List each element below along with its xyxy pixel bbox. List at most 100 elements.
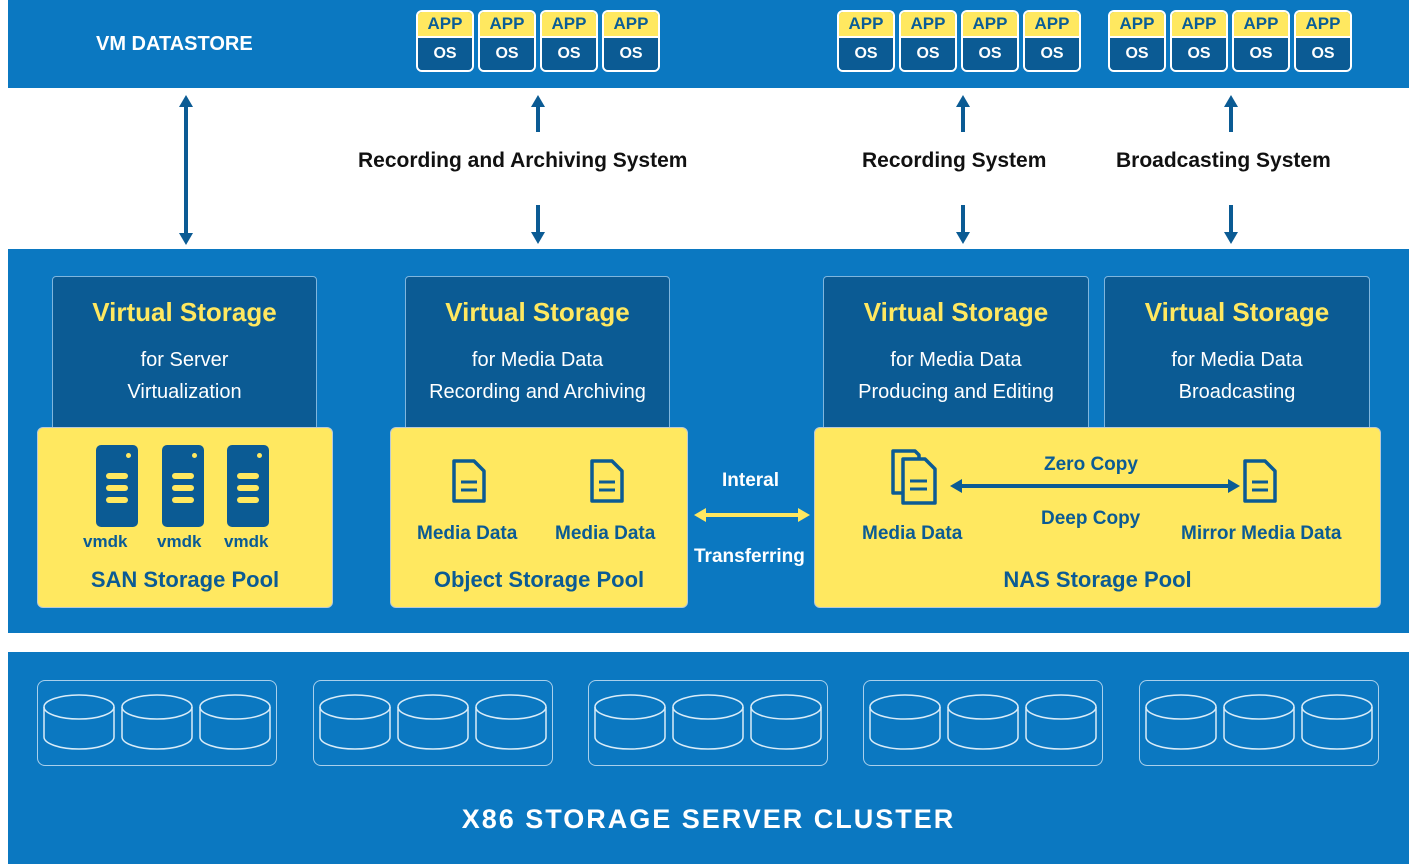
- virtual-storage-server-card: Virtual Storage for Server Virtualizatio…: [52, 276, 317, 434]
- media-data-label: Media Data: [555, 523, 656, 544]
- deep-copy-label: Deep Copy: [1041, 508, 1141, 529]
- document-icon: [452, 459, 486, 503]
- document-icon: [1243, 459, 1277, 503]
- os-label: OS: [604, 36, 658, 70]
- virtual-storage-recording-card: Virtual Storage for Media Data Recording…: [405, 276, 670, 434]
- app-label: APP: [418, 12, 472, 36]
- os-label: OS: [1025, 36, 1079, 70]
- vmdk-label: vmdk: [157, 532, 202, 551]
- nas-pool-name: NAS Storage Pool: [1003, 567, 1192, 592]
- virtual-storage-desc-line: for Server: [140, 349, 229, 371]
- virtual-storage-title: Virtual Storage: [1144, 297, 1330, 327]
- virtual-storage-broadcasting-card: Virtual Storage for Media Data Broadcast…: [1104, 276, 1370, 434]
- arrow-up-icon: [531, 95, 545, 132]
- app-label: APP: [1025, 12, 1079, 36]
- virtual-storage-desc-line: Broadcasting: [1178, 381, 1296, 403]
- recording-system-label: Recording System: [862, 149, 1047, 172]
- virtual-storage-desc-line: Recording and Archiving: [429, 381, 646, 403]
- app-label: APP: [901, 12, 955, 36]
- virtual-storage-desc-line: for Media Data: [890, 349, 1022, 371]
- os-label: OS: [418, 36, 472, 70]
- vm-datastore-label: VM DATASTORE: [96, 33, 253, 55]
- disk-icon: [43, 694, 271, 750]
- vmdk-label: vmdk: [83, 532, 128, 551]
- app-label: APP: [1110, 12, 1164, 36]
- vmdk-label: vmdk: [224, 532, 269, 551]
- nas-storage-pool: Zero Copy Deep Copy Media Data Mirror Me…: [814, 427, 1381, 608]
- os-label: OS: [1296, 36, 1350, 70]
- broadcasting-system-label: Broadcasting System: [1116, 149, 1331, 172]
- disk-group: [863, 680, 1103, 766]
- os-label: OS: [901, 36, 955, 70]
- transferring-label: Transferring: [694, 546, 805, 567]
- disk-group: [37, 680, 277, 766]
- document-icon: [590, 459, 624, 503]
- virtual-storage-desc-line: Virtualization: [127, 381, 242, 403]
- virtual-storage-desc-line: for Media Data: [1171, 349, 1303, 371]
- server-icon: [96, 445, 138, 527]
- os-label: OS: [1234, 36, 1288, 70]
- app-label: APP: [1172, 12, 1226, 36]
- os-label: OS: [963, 36, 1017, 70]
- app-label: APP: [542, 12, 596, 36]
- os-label: OS: [542, 36, 596, 70]
- app-label: APP: [839, 12, 893, 36]
- disk-group: [1139, 680, 1379, 766]
- storage-cluster-title: X86 STORAGE SERVER CLUSTER: [461, 804, 956, 834]
- os-label: OS: [839, 36, 893, 70]
- storage-cluster-band: [8, 652, 1409, 864]
- virtual-storage-title: Virtual Storage: [445, 297, 630, 327]
- disk-group: [588, 680, 828, 766]
- disk-icon: [594, 694, 822, 750]
- virtual-storage-title: Virtual Storage: [92, 297, 277, 327]
- mirror-media-data-label: Mirror Media Data: [1181, 523, 1342, 544]
- app-label: APP: [1234, 12, 1288, 36]
- virtual-storage-desc-line: Producing and Editing: [858, 381, 1054, 403]
- server-icon: [162, 445, 204, 527]
- documents-icon: [891, 449, 937, 505]
- os-label: OS: [480, 36, 534, 70]
- double-arrow-icon: [950, 479, 1240, 493]
- disk-icon: [869, 694, 1097, 750]
- double-arrow-icon: [694, 508, 810, 522]
- double-arrow-icon: [179, 95, 193, 245]
- san-pool-name: SAN Storage Pool: [90, 567, 280, 592]
- virtual-storage-title: Virtual Storage: [863, 297, 1049, 327]
- arrow-down-icon: [531, 205, 545, 244]
- os-label: OS: [1110, 36, 1164, 70]
- arrow-down-icon: [1224, 205, 1238, 244]
- app-label: APP: [1296, 12, 1350, 36]
- zero-copy-label: Zero Copy: [1044, 454, 1138, 475]
- server-icon: [227, 445, 269, 527]
- media-data-label: Media Data: [862, 523, 963, 544]
- san-storage-pool: vmdk vmdk vmdk SAN Storage Pool: [37, 427, 333, 608]
- app-label: APP: [963, 12, 1017, 36]
- object-pool-name: Object Storage Pool: [433, 567, 645, 592]
- recording-archiving-system-label: Recording and Archiving System: [358, 149, 688, 172]
- virtual-storage-editing-card: Virtual Storage for Media Data Producing…: [823, 276, 1089, 434]
- arrow-up-icon: [1224, 95, 1238, 132]
- object-storage-pool: Media Data Media Data Object Storage Poo…: [390, 427, 688, 608]
- app-label: APP: [480, 12, 534, 36]
- arrow-up-icon: [956, 95, 970, 132]
- virtual-storage-desc-line: for Media Data: [471, 349, 604, 371]
- disk-group: [313, 680, 553, 766]
- app-label: APP: [604, 12, 658, 36]
- internal-label: Interal: [722, 470, 780, 491]
- media-data-label: Media Data: [417, 523, 518, 544]
- os-label: OS: [1172, 36, 1226, 70]
